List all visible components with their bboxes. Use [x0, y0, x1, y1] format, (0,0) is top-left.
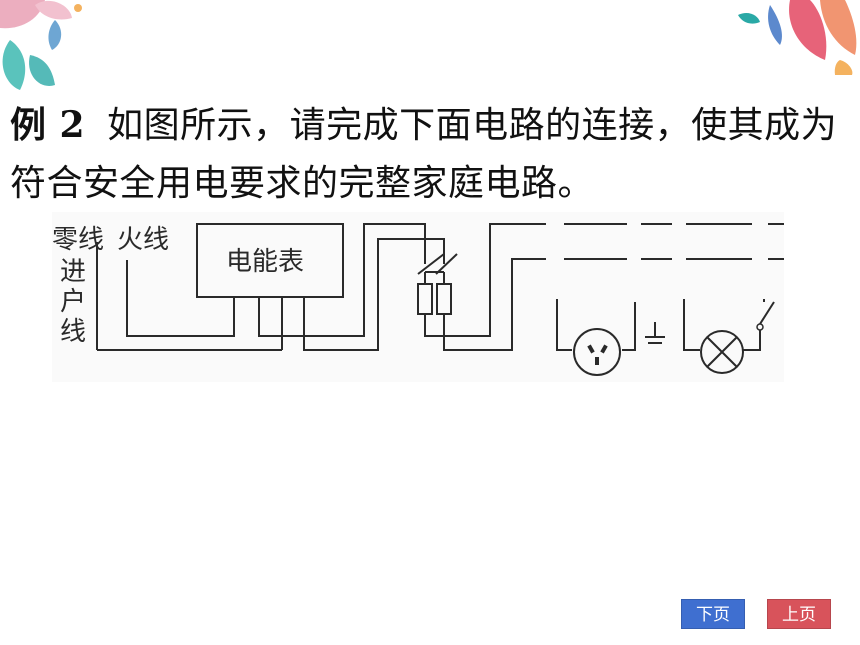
leaf-decoration-left [0, 0, 82, 90]
lamp [700, 330, 744, 374]
previous-page-button[interactable]: 上页 [767, 599, 831, 629]
leaf-decoration-right [738, 0, 857, 75]
entry-char-1: 进 [60, 257, 86, 287]
three-pin-socket [573, 328, 621, 376]
entry-char-3: 线 [60, 317, 86, 347]
circuit-diagram: 零线 火线 进 户 线 电能表 [52, 212, 784, 382]
example-label: 例 2 [10, 104, 86, 146]
next-page-button[interactable]: 下页 [681, 599, 745, 629]
meter-label: 电能表 [226, 247, 304, 277]
neutral-label: 零线 [52, 225, 104, 255]
lamp-switch [759, 301, 775, 325]
live-label: 火线 [117, 225, 169, 255]
live-entry-wire [126, 260, 235, 337]
main-switch [417, 253, 445, 275]
electric-meter-box [196, 223, 344, 298]
entry-char-2: 户 [60, 287, 86, 317]
problem-text: 如图所示，请完成下面电路的连接，使其成为符合安全用电要求的完整家庭电路。 [10, 105, 838, 204]
